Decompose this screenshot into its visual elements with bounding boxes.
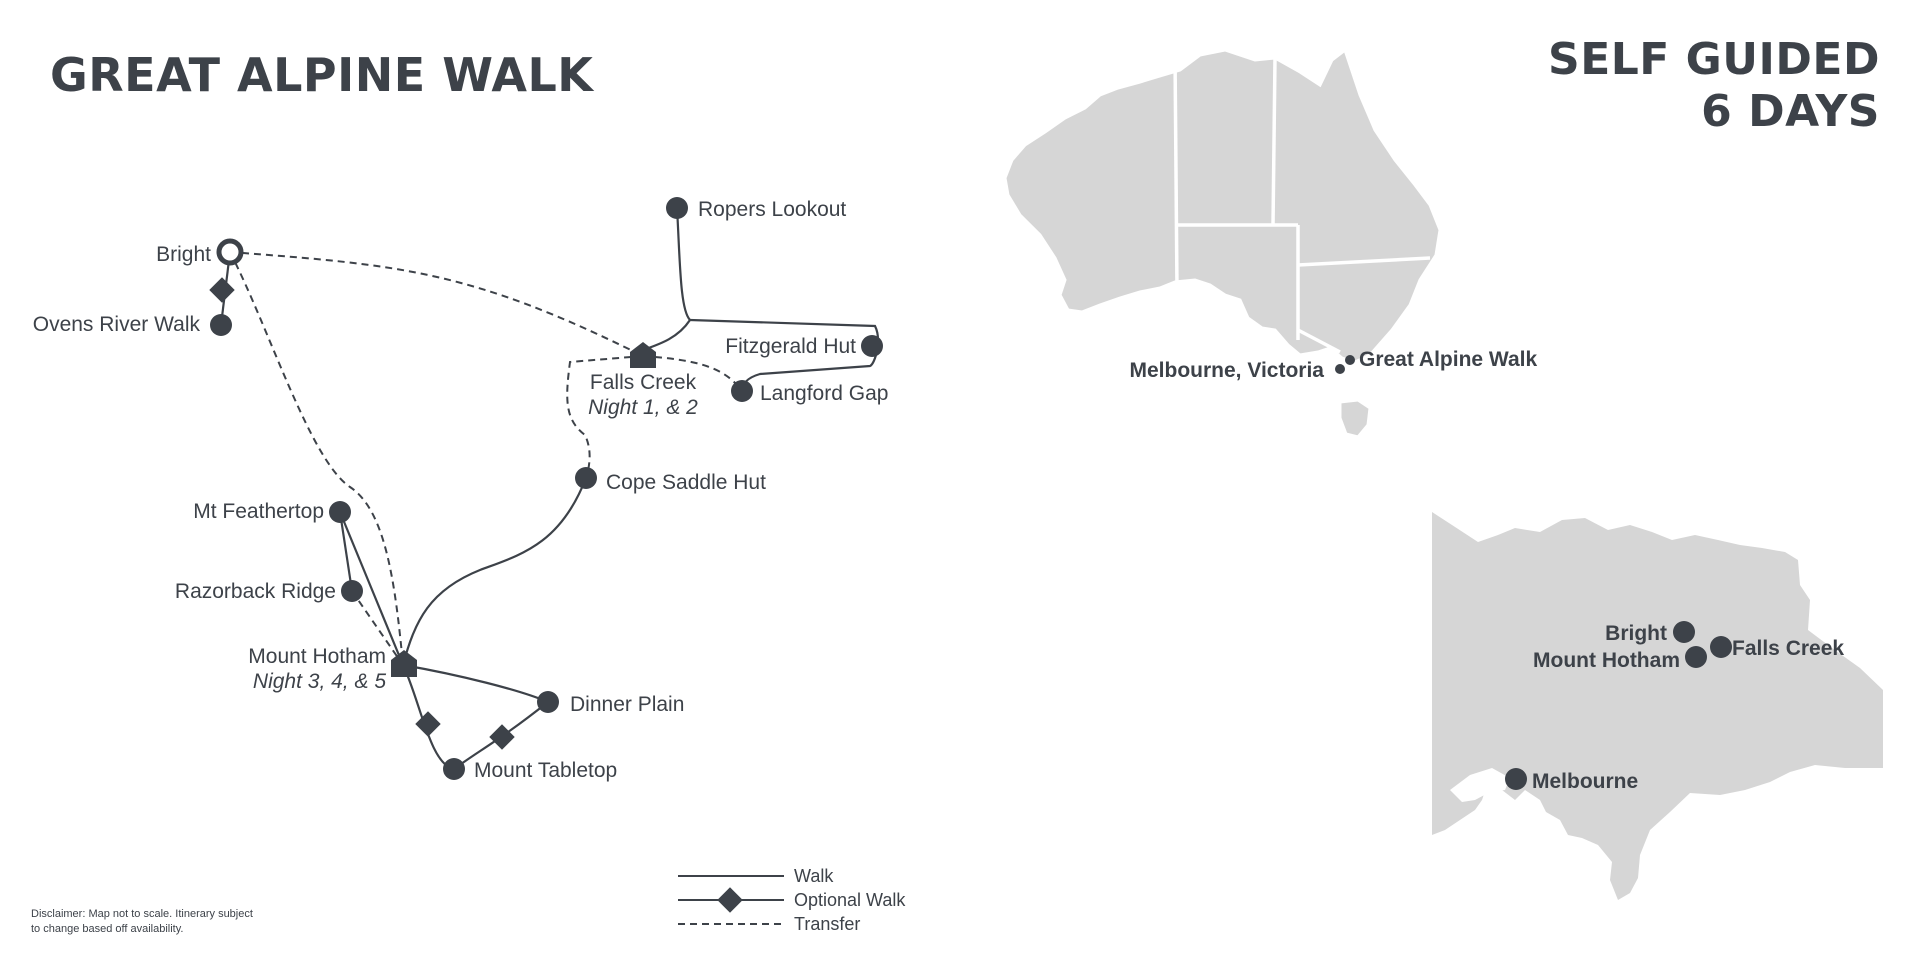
transfer-razorback-hotham [351,590,404,666]
legend: Walk Optional Walk Transfer [678,866,906,934]
bright-label: Bright [156,243,211,266]
ropers-lookout-marker [666,197,688,219]
disclaimer: Disclaimer: Map not to scale. Itinerary … [31,907,253,937]
falls-creek-nights-label: Night 1, & 2 [588,396,698,419]
walk-feathertop-hotham [338,511,405,666]
australia-landmass [1003,47,1442,364]
mount-tabletop-label: Mount Tabletop [474,759,617,782]
falls-creek-label: Falls Creek [590,371,697,394]
cope-saddle-hut-label: Cope Saddle Hut [606,471,766,494]
vic-bright-marker [1673,621,1695,643]
bright-marker [216,238,244,266]
great-alpine-walk-label: Great Alpine Walk [1359,348,1537,371]
legend-optional-walk-label: Optional Walk [794,890,906,910]
dinner-plain-label: Dinner Plain [570,693,684,716]
mt-feathertop-marker [329,501,351,523]
mount-hotham-label: Mount Hotham [248,645,386,668]
page-title: GREAT ALPINE WALK [50,48,594,102]
transfer-bright-falls-creek [229,251,644,357]
route-map: Bright Ovens River Walk Ropers Lookout F… [33,197,888,782]
mt-feathertop-label: Mt Feathertop [193,500,324,523]
port-phillip-bay [1450,768,1510,802]
transfer-falls-creek-cope-saddle [566,355,644,479]
ropers-lookout-label: Ropers Lookout [698,198,846,221]
cope-saddle-hut-marker [575,467,597,489]
disclaimer-line-2: to change based off availability. [31,923,184,935]
vic-falls-creek-label: Falls Creek [1732,637,1844,660]
melbourne-marker [1335,364,1345,374]
vic-melbourne-label: Melbourne [1532,770,1638,793]
vic-melbourne-marker [1505,768,1527,790]
vic-hotham-marker [1685,646,1707,668]
mount-hotham-nights-label: Night 3, 4, & 5 [253,670,386,693]
langford-gap-marker [731,380,753,402]
walk-marker [1345,355,1355,365]
melbourne-victoria-label: Melbourne, Victoria [1130,359,1325,382]
mount-hotham-base-marker [391,650,417,677]
fitzgerald-hut-marker [861,335,883,357]
walk-feathertop-razorback [338,511,354,592]
optional-walk-marker-dinner-plain [489,724,515,750]
walk-ropers-falls-creek [642,207,692,352]
state-borders [1173,54,1431,354]
transfer-bright-hotham [229,251,404,666]
walk-hotham-dinner-plain [402,663,549,704]
ovens-river-walk-label: Ovens River Walk [33,313,201,336]
vic-falls-creek-marker [1710,636,1732,658]
legend-walk-label: Walk [794,866,834,886]
disclaimer-line-1: Disclaimer: Map not to scale. Itinerary … [31,908,253,920]
legend-optional-diamond-icon [717,887,743,913]
vic-hotham-label: Mount Hotham [1533,649,1680,672]
optional-walk-marker-tabletop [415,711,441,737]
falls-creek-base-marker [630,342,656,368]
mount-tabletop-marker [443,758,465,780]
walk-cope-saddle-hotham [401,477,588,666]
ovens-river-walk-marker [210,314,232,336]
vic-bright-label: Bright [1605,622,1667,645]
self-guided-badge: SELF GUIDED [1548,34,1880,85]
optional-walk-marker-ovens [209,277,235,303]
australia-inset: Melbourne, Victoria Great Alpine Walk [1003,47,1537,439]
victoria-inset: Bright Mount Hotham Falls Creek Melbourn… [1432,512,1883,900]
legend-transfer-label: Transfer [794,914,860,934]
fitzgerald-hut-label: Fitzgerald Hut [725,335,856,358]
duration-badge: 6 DAYS [1701,86,1880,137]
victoria-landmass [1432,512,1883,900]
razorback-ridge-label: Razorback Ridge [175,580,336,603]
dinner-plain-marker [537,691,559,713]
razorback-ridge-marker [341,580,363,602]
tasmania [1338,398,1372,439]
langford-gap-label: Langford Gap [760,382,888,405]
